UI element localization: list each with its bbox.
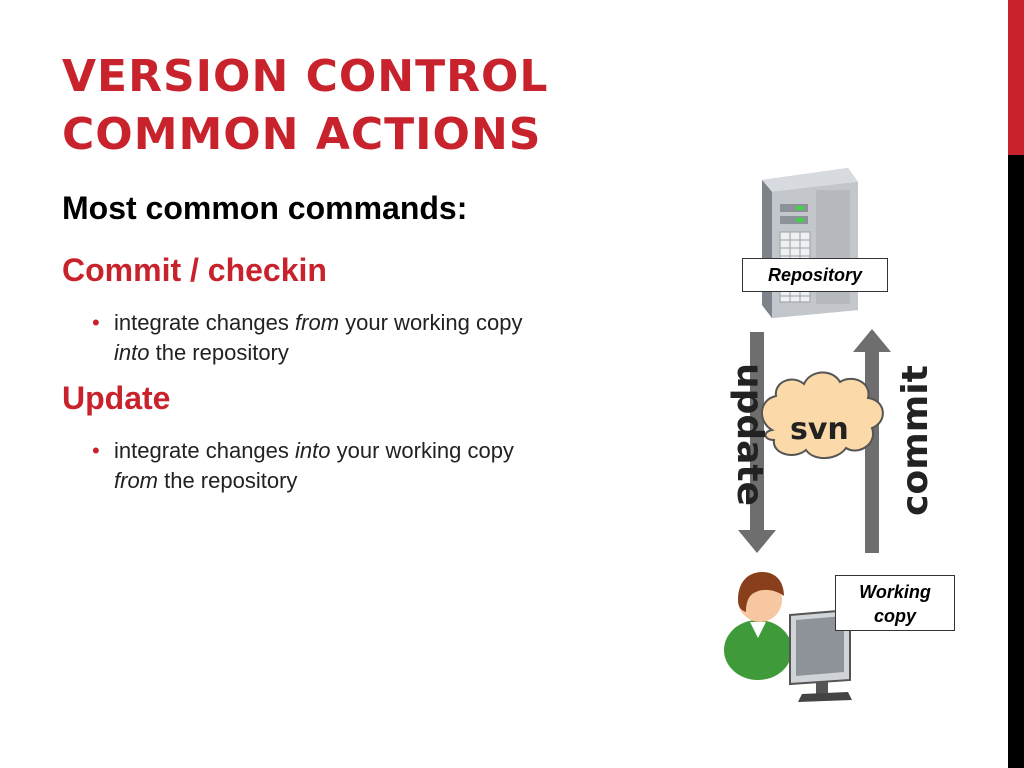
down-arrow-icon [738, 332, 776, 553]
cloud-icon [761, 371, 884, 459]
slide-title: VERSION CONTROL COMMON ACTIONS [62, 48, 548, 164]
section-heading-update: Update [62, 380, 171, 416]
repository-label: Repository [742, 258, 888, 292]
server-icon [762, 168, 858, 318]
subtitle: Most common commands: [62, 190, 468, 226]
section-heading-commit: Commit / checkin [62, 252, 327, 288]
svn-cloud-label: svn [790, 412, 849, 447]
bullet-dot: • [92, 310, 100, 335]
working-copy-label: Working copy [835, 575, 955, 631]
bullet-update: • integrate changes into your working co… [92, 438, 514, 493]
bullet-commit: • integrate changes from your working co… [92, 310, 523, 365]
update-label: update [729, 362, 771, 507]
title-line-2: COMMON ACTIONS [62, 109, 542, 160]
user-at-computer-icon [724, 572, 852, 702]
side-accent-bar [1008, 0, 1024, 155]
side-dark-bar [1008, 155, 1024, 768]
title-line-1: VERSION CONTROL [62, 51, 549, 102]
bullet-dot: • [92, 438, 100, 463]
commit-label: commit [894, 365, 936, 516]
